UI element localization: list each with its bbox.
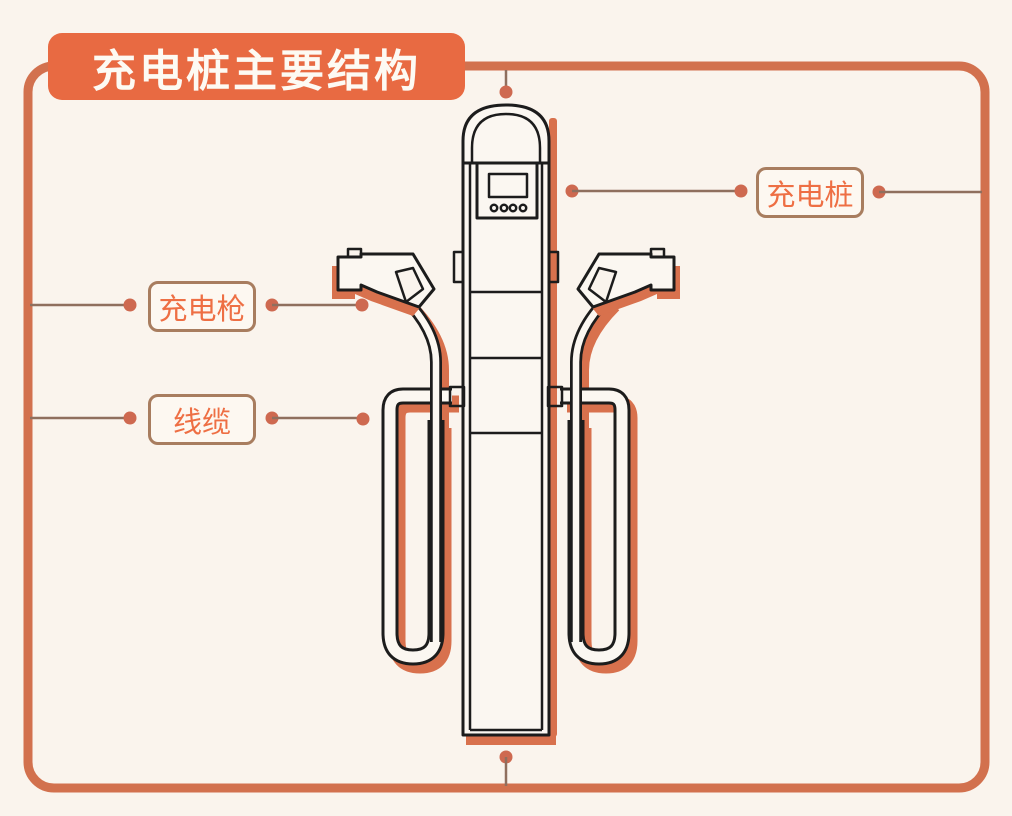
holster-tab-right	[547, 250, 560, 284]
holster-tab-left	[452, 250, 465, 284]
connector-dot	[123, 298, 137, 312]
connector-top	[499, 70, 513, 99]
gun-handle-hole	[394, 266, 425, 304]
connector-cable-label	[30, 411, 370, 426]
gun-handle-hole	[587, 266, 618, 304]
callout-charging-gun: 充电枪	[148, 281, 256, 332]
connector-gun-label	[30, 298, 369, 312]
charging-gun-left	[332, 247, 436, 316]
connector-dot	[355, 298, 369, 312]
pile-dome-inner-line	[470, 112, 542, 163]
cable-bracket-left	[448, 385, 466, 408]
display-console	[475, 161, 539, 220]
display-screen	[487, 172, 529, 199]
cable-bracket-right	[546, 385, 564, 408]
callout-charging-pile-label: 充电桩	[766, 179, 854, 212]
pile-shadow	[466, 118, 557, 745]
connector-dot	[499, 85, 513, 99]
callout-charging-gun-label: 充电枪	[158, 293, 246, 326]
connector-bottom	[499, 750, 513, 786]
callout-charging-pile: 充电桩	[756, 167, 864, 218]
callout-cable: 线缆	[148, 394, 256, 445]
charging-pile	[452, 103, 560, 737]
pile-body	[461, 161, 551, 737]
page-title: 充电桩主要结构	[48, 33, 465, 100]
outer-frame-border	[23, 61, 990, 793]
connector-dot	[356, 412, 370, 426]
connector-pile-label	[565, 184, 982, 199]
charging-gun-right	[576, 247, 680, 316]
connector-dot	[734, 184, 748, 198]
connector-dot	[123, 411, 137, 425]
console-buttons	[489, 203, 528, 213]
callout-cable-label: 线缆	[172, 406, 231, 439]
